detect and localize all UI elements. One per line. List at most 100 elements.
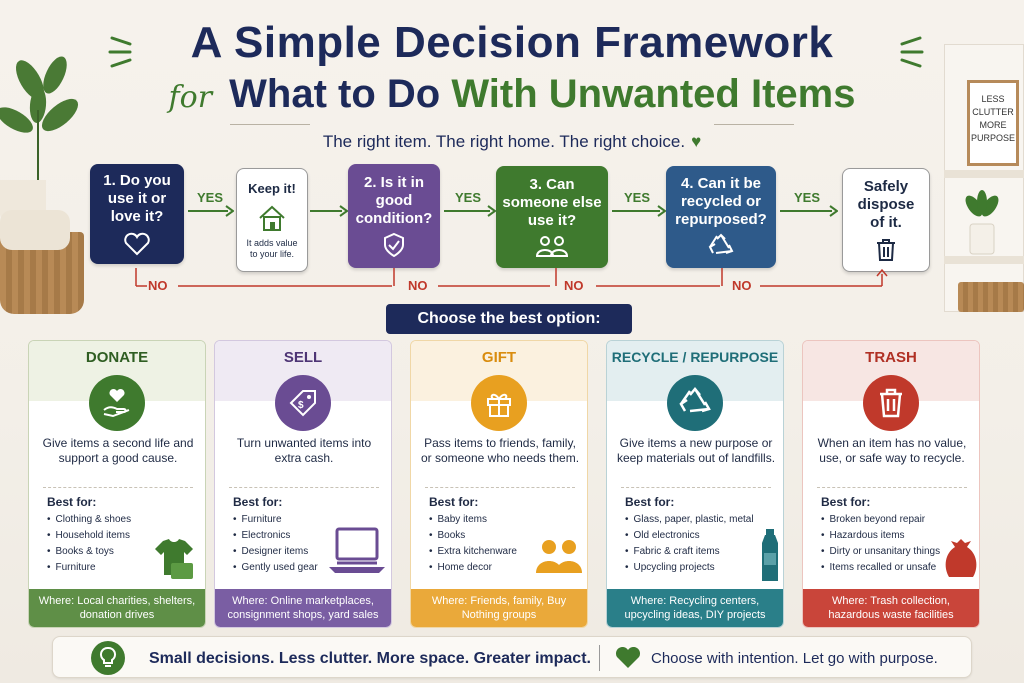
keep-it-subtext: It adds value to your life.: [246, 238, 298, 259]
yes-label-1: YES: [197, 190, 224, 205]
footer-tagline-right: Choose with intention. Let go with purpo…: [651, 650, 938, 667]
dispose-text: Safely dispose of it.: [857, 178, 915, 231]
recycle-item: Old electronics: [625, 530, 745, 541]
no-connector-lines: [135, 268, 888, 287]
heart-icon: ♥: [691, 132, 702, 151]
title-part1: What to Do: [229, 72, 441, 116]
shelf-board: [944, 256, 1024, 264]
sell-card-description: Turn unwanted items into extra cash.: [236, 436, 372, 465]
recycle-card-title: RECYCLE / REPURPOSE: [611, 349, 779, 365]
sell-item: Designer items: [233, 546, 353, 557]
sell-best-for-label: Best for:: [233, 495, 283, 509]
people-illustration: [536, 540, 582, 573]
less-clutter-sign: LESS CLUTTER MORE PURPOSE: [967, 80, 1019, 166]
no-label-4: NO: [732, 278, 752, 293]
recycle-item: Upcycling projects: [625, 562, 745, 573]
trash-item: Hazardous items: [821, 530, 941, 541]
footer-divider: [599, 645, 600, 671]
flow-arrow-2: [310, 205, 348, 217]
sell-item: Electronics: [233, 530, 353, 541]
sell-where: Where: Online marketplaces, consignment …: [215, 589, 391, 627]
recycle-item: Glass, paper, plastic, metal: [625, 514, 765, 525]
card-separator: [425, 487, 575, 488]
gift-item: Baby items: [429, 514, 549, 525]
trash-small-icon: [877, 239, 895, 261]
sell-card-title: SELL: [283, 349, 323, 366]
title-decoration-right: [888, 28, 928, 73]
trash-bag-illustration: [945, 539, 977, 577]
svg-text:$: $: [298, 400, 304, 411]
donate-card: DONATE Give items a second life and supp…: [28, 340, 206, 628]
recycle-where: Where: Recycling centers, upcycling idea…: [607, 589, 783, 627]
yes-label-2: YES: [455, 190, 482, 205]
sell-item: Furniture: [233, 514, 353, 525]
sell-card: SELL $ Turn unwanted items into extra ca…: [214, 340, 392, 628]
gift-icon: [471, 375, 527, 431]
donate-card-description: Give items a second life and support a g…: [42, 436, 194, 465]
dispose-box: Safely dispose of it.: [842, 168, 930, 272]
heart-outline-icon: [124, 232, 150, 256]
question-1-box: 1. Do you use it or love it?: [90, 164, 184, 264]
choose-best-option-banner: Choose the best option:: [386, 304, 632, 334]
tshirt-illustration: [155, 539, 193, 579]
gift-best-for-label: Best for:: [429, 495, 479, 509]
bottle-illustration: [762, 529, 778, 581]
title-part2: With Unwanted Items: [451, 72, 856, 116]
shelf-board: [944, 170, 1024, 178]
gift-card-description: Pass items to friends, family, or someon…: [420, 436, 580, 465]
yes-arrow-3: [612, 205, 666, 217]
donate-item: Clothing & shoes: [47, 514, 167, 525]
trash-item: Broken beyond repair: [821, 514, 961, 525]
card-separator: [621, 487, 771, 488]
gift-card-title: GIFT: [481, 349, 517, 366]
recycle-card-description: Give items a new purpose or keep materia…: [616, 436, 776, 465]
card-separator: [817, 487, 967, 488]
gift-where: Where: Friends, family, Buy Nothing grou…: [411, 589, 587, 627]
subtitle-rule-right: [714, 124, 794, 125]
question-4-box: 4. Can it be recycled or repurposed?: [666, 166, 776, 268]
gift-item: Books: [429, 530, 549, 541]
shelf-plant-decor: [962, 190, 1002, 256]
shield-check-icon: [384, 232, 404, 258]
footer-bar: Small decisions. Less clutter. More spac…: [52, 636, 972, 678]
gift-item: Extra kitchenware: [429, 546, 549, 557]
question-2-box: 2. Is it in good condition?: [348, 164, 440, 268]
donate-card-title: DONATE: [85, 349, 149, 366]
laptop-illustration: [329, 527, 385, 573]
title-for: for: [168, 80, 213, 115]
trash-card-title: TRASH: [865, 349, 917, 366]
keep-it-box: Keep it! It adds value to your life.: [236, 168, 308, 272]
donate-item: Books & toys: [47, 546, 167, 557]
donate-where: Where: Local charities, shelters, donati…: [29, 589, 205, 627]
yes-label-3: YES: [624, 190, 651, 205]
recycle-icon: [667, 375, 723, 431]
donate-item: Furniture: [47, 562, 167, 573]
subtitle-rule-left: [230, 124, 310, 125]
trash-where: Where: Trash collection, hazardous waste…: [803, 589, 979, 627]
shelf-basket-decor: [958, 282, 1024, 312]
house-icon: [259, 205, 285, 231]
blanket-decor: [0, 210, 70, 250]
donate-item: Household items: [47, 530, 167, 541]
donate-best-for-label: Best for:: [47, 495, 97, 509]
yes-arrow-1: [188, 205, 234, 217]
trash-card: TRASH When an item has no value, use, or…: [802, 340, 980, 628]
title-decoration-left: [104, 28, 144, 73]
price-tag-icon: $: [275, 375, 331, 431]
recycle-best-for-label: Best for:: [625, 495, 675, 509]
no-label-2: NO: [408, 278, 428, 293]
no-label-3: NO: [564, 278, 584, 293]
card-separator: [229, 487, 379, 488]
recycle-item: Fabric & craft items: [625, 546, 745, 557]
yes-label-4: YES: [794, 190, 821, 205]
gift-card: GIFT Pass items to friends, family, or s…: [410, 340, 588, 628]
question-3-box: 3. Can someone else use it?: [496, 166, 608, 268]
keep-it-title: Keep it!: [248, 181, 296, 196]
subtitle-text: The right item. The right home. The righ…: [322, 132, 686, 151]
recycle-card: RECYCLE / REPURPOSE Give items a new pur…: [606, 340, 784, 628]
question-4-text: 4. Can it be recycled or repurposed?: [675, 175, 767, 228]
trash-item: Items recalled or unsafe: [821, 562, 961, 573]
card-separator: [43, 487, 193, 488]
page-title: A Simple Decision Framework: [190, 18, 834, 67]
trash-item: Dirty or unsanitary things: [821, 546, 961, 557]
